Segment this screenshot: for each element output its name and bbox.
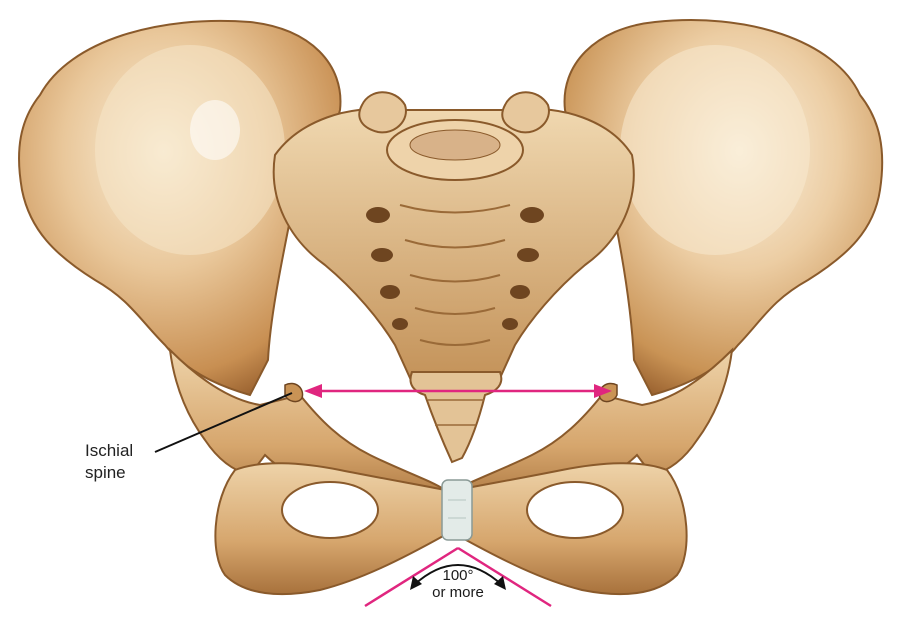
right-iliac-fossa	[620, 45, 810, 255]
sacral-foramen	[371, 248, 393, 262]
sacral-foramen	[392, 318, 408, 330]
ischial-spine-label: Ischial spine	[85, 440, 133, 484]
sacral-foramen	[510, 285, 530, 299]
angle-value: 100°	[418, 567, 498, 584]
sacral-foramen	[517, 248, 539, 262]
pubic-symphysis	[442, 480, 472, 540]
left-obturator-foramen	[282, 482, 378, 538]
angle-qualifier: or more	[418, 584, 498, 601]
ischial-spine-label-line1: Ischial	[85, 440, 133, 462]
left-articular-process	[359, 92, 406, 132]
right-articular-process	[502, 92, 549, 132]
right-obturator-foramen	[527, 482, 623, 538]
sacral-foramen	[502, 318, 518, 330]
left-iliac-fossa	[95, 45, 285, 255]
subpubic-angle-label: 100° or more	[418, 567, 498, 601]
sacral-foramen	[380, 285, 400, 299]
ischial-spine-label-line2: spine	[85, 462, 133, 484]
sacral-foramen	[520, 207, 544, 223]
left-ischial-spine	[285, 383, 303, 401]
coccyx	[410, 372, 501, 462]
sacral-foramen	[366, 207, 390, 223]
